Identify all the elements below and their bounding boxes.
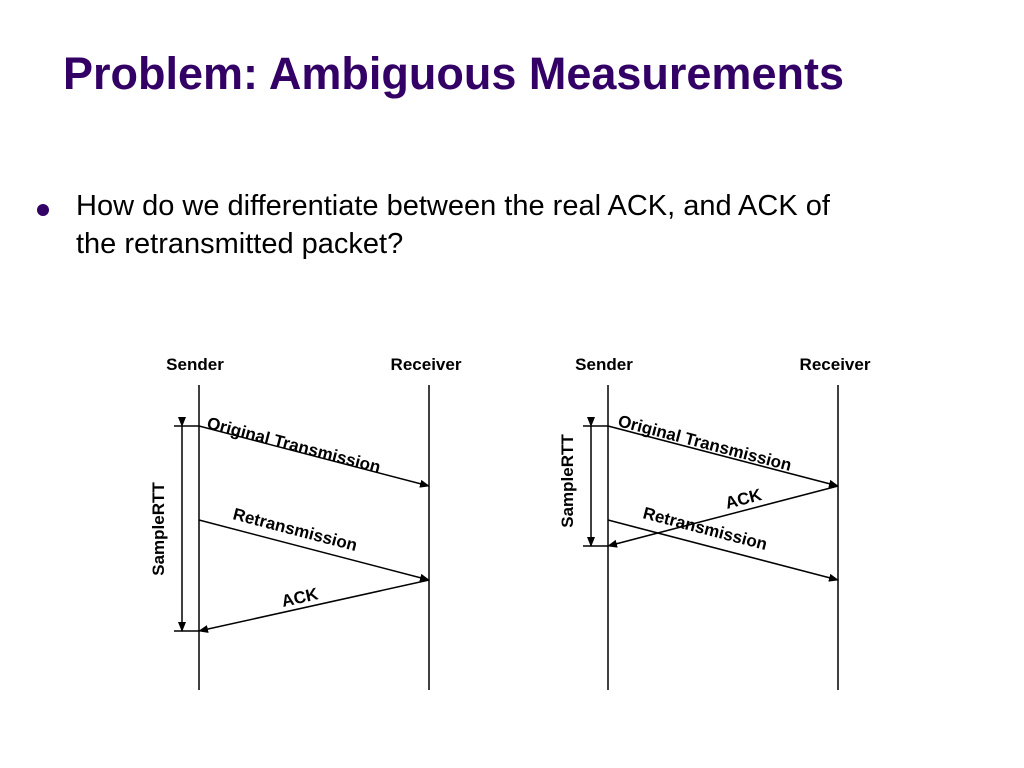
ack-arrow bbox=[607, 485, 839, 548]
ack-arrow bbox=[198, 579, 430, 633]
retransmission-arrow bbox=[198, 519, 430, 582]
retransmission-label: Retransmission bbox=[641, 503, 769, 554]
sender-label: Sender bbox=[575, 355, 633, 374]
ack-label: ACK bbox=[280, 584, 321, 611]
original-transmission-label: Original Transmission bbox=[616, 411, 794, 474]
receiver-label: Receiver bbox=[800, 355, 871, 374]
original-transmission-arrow bbox=[607, 425, 839, 488]
bullet-icon bbox=[37, 204, 49, 216]
sample-rtt-label: SampleRTT bbox=[558, 434, 577, 528]
receiver-label: Receiver bbox=[391, 355, 462, 374]
retransmission-arrow bbox=[607, 519, 839, 582]
original-transmission-label: Original Transmission bbox=[205, 413, 383, 476]
diagram-right: Sender Receiver Original Transmission AC… bbox=[558, 355, 871, 690]
sample-rtt-label: SampleRTT bbox=[149, 482, 168, 576]
sender-label: Sender bbox=[166, 355, 224, 374]
retransmission-label: Retransmission bbox=[231, 504, 359, 555]
slide-title: Problem: Ambiguous Measurements bbox=[63, 48, 844, 99]
bullet-text: How do we differentiate between the real… bbox=[76, 190, 830, 260]
original-transmission-arrow bbox=[198, 425, 430, 488]
ack-label: ACK bbox=[723, 485, 764, 513]
diagram-left: Sender Receiver Original Transmission Re… bbox=[149, 355, 462, 690]
